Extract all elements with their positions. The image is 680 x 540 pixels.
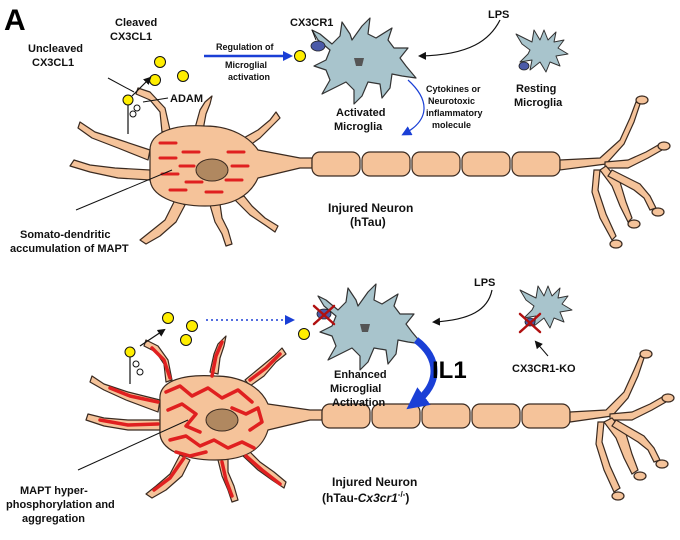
injured-sup: -/- xyxy=(398,490,406,499)
uncleaved-cx3cl1-icon xyxy=(122,94,141,134)
resting-label-2: Microglia xyxy=(514,97,563,109)
injured-gene: Cx3cr1 xyxy=(358,491,398,505)
cytokines-label-4: molecule xyxy=(432,120,471,130)
lps-label-top: LPS xyxy=(488,9,509,21)
il1-label: IL1 xyxy=(432,357,467,384)
somato-label-2: accumulation of MAPT xyxy=(10,243,129,255)
ko-label: CX3CR1-KO xyxy=(512,363,576,375)
dendrite-bottom xyxy=(209,203,233,247)
regulation-label-3: activation xyxy=(228,72,270,82)
cx3cr1-label: CX3CR1 xyxy=(290,17,333,29)
resting-label-1: Resting xyxy=(516,83,556,95)
somato-label-1: Somato-dendritic xyxy=(20,229,110,241)
somato-pointer xyxy=(75,169,173,211)
resting-microglia-icon xyxy=(515,29,569,73)
dendrite-bottom-right xyxy=(234,195,279,233)
resting-receptor-icon xyxy=(518,61,530,71)
dendrite-bottom-left xyxy=(139,199,186,245)
cleaved-ligands-bottom xyxy=(162,312,310,346)
cleaved-label-1: Cleaved xyxy=(115,17,157,29)
cleavage-arrow xyxy=(131,76,152,97)
mapt-accumulation xyxy=(158,141,250,194)
lps-label-bottom: LPS xyxy=(474,277,495,289)
adam-label: ADAM xyxy=(170,93,203,105)
cx3cr1-receptor-icon xyxy=(310,40,326,52)
dendrite-top-left xyxy=(77,121,151,161)
cx3cr1-pointer xyxy=(311,29,317,41)
cleaved-cx3cl1-ligands xyxy=(149,50,306,86)
activated-microglia-icon xyxy=(311,17,417,105)
cytokines-label-2: Neurotoxic xyxy=(428,96,475,106)
enhanced-microglia-icon xyxy=(317,283,423,371)
regulation-label-2: Microglial xyxy=(225,60,267,70)
injured-label-2-bottom: (hTau-Cx3cr1-/-) xyxy=(322,490,409,505)
enhanced-label-2: Microglial xyxy=(330,383,381,395)
activated-label-2: Microglia xyxy=(334,121,383,133)
ko-pointer xyxy=(534,340,549,357)
il1-arrow xyxy=(406,337,438,410)
injured-label-1-top: Injured Neuron xyxy=(328,201,413,215)
mapt-label-3: aggregation xyxy=(22,513,85,525)
enhanced-label-1: Enhanced xyxy=(334,369,387,381)
cleaved-label-2: CX3CL1 xyxy=(110,31,152,43)
cytokines-label-3: inflammatory xyxy=(426,108,483,118)
uncleaved-cx3cl1-bottom-icon xyxy=(124,346,144,384)
uncleaved-label-1: Uncleaved xyxy=(28,43,83,55)
mapt-label-2: phosphorylation and xyxy=(6,499,115,511)
activated-microglia-nucleus xyxy=(354,58,364,66)
axon-terminal-bottom xyxy=(569,349,675,501)
regulation-label-1: Regulation of xyxy=(216,42,274,52)
knockout-x-ko-icon xyxy=(518,312,542,334)
nucleus-bottom xyxy=(205,408,239,432)
lps-arrow-top xyxy=(418,19,501,60)
panel-letter: A xyxy=(4,4,26,37)
injured-label-1-bottom: Injured Neuron xyxy=(332,475,417,489)
knockout-x-icon xyxy=(312,304,336,326)
injured-prefix: (hTau- xyxy=(322,491,358,505)
cleavage-arrow-bottom xyxy=(139,328,166,347)
axon-terminal-top xyxy=(559,95,671,249)
lps-arrow-bottom xyxy=(432,289,493,326)
adam-pointer xyxy=(142,97,169,103)
enhanced-label-3: Activation xyxy=(332,397,385,409)
mapt-pointer xyxy=(77,419,189,471)
bottom-panel: LPS CX3CR1-KO IL1 Enhanced Microglial Ac… xyxy=(6,277,675,525)
axon-bottom xyxy=(321,403,571,429)
enhanced-microglia-nucleus xyxy=(360,324,370,332)
injured-suffix: ) xyxy=(405,491,409,505)
axon-top xyxy=(311,151,561,177)
injured-label-2-top: (hTau) xyxy=(350,215,386,229)
cytokine-arrow xyxy=(401,79,425,136)
uncleaved-label-2: CX3CL1 xyxy=(32,57,74,69)
top-panel: Cleaved CX3CL1 Uncleaved CX3CL1 ADAM Reg… xyxy=(10,9,671,255)
activated-label-1: Activated xyxy=(336,107,386,119)
cytokines-label-1: Cytokines or xyxy=(426,84,481,94)
dendrite-left xyxy=(69,159,151,181)
nucleus xyxy=(195,158,229,182)
uncleaved-pointer xyxy=(107,77,135,93)
dendrite-upper xyxy=(135,87,171,133)
bottom-neuron xyxy=(85,335,323,503)
mapt-label-1: MAPT hyper- xyxy=(20,485,88,497)
mapt-aggregation xyxy=(98,340,282,498)
